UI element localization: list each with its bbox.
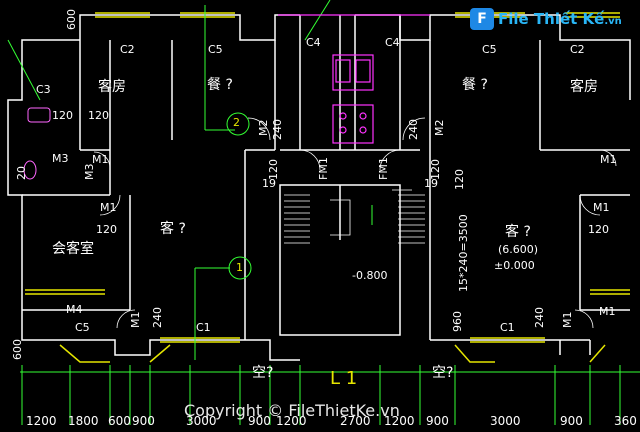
dim-600-top: 600 <box>65 9 78 30</box>
label-c4-left: C4 <box>306 36 321 49</box>
site-logo: F File Thiết Kế.vn <box>470 8 622 30</box>
axis-bubble-1: 1 <box>236 261 243 274</box>
dim-bottom-1: 1200 <box>26 414 57 428</box>
bath-fixtures <box>23 107 51 180</box>
label-c5-right: C5 <box>482 43 497 56</box>
label-fm1-left: FM1 <box>317 157 330 180</box>
label-c1-left: C1 <box>196 321 211 334</box>
dim-bottom-6: 900 <box>248 414 271 428</box>
kitchen-fixtures <box>278 14 430 144</box>
label-c2-left: C2 <box>120 43 135 56</box>
label-m1-c: M1 <box>600 153 617 166</box>
dim-120-c: 120 <box>96 223 117 236</box>
dim-bottom-10: 900 <box>426 414 449 428</box>
dim-bottom-3: 600 <box>108 414 131 428</box>
dim-bottom-2: 1800 <box>68 414 99 428</box>
room-living-right: 客 ? <box>505 224 531 240</box>
label-m1-b: M1 <box>100 201 117 214</box>
dim-240-d: 240 <box>533 307 546 328</box>
stair-treads <box>284 189 425 244</box>
label-m3-b: M3 <box>83 163 96 181</box>
label-m3-a: M3 <box>52 152 69 165</box>
label-m4: M4 <box>66 303 83 316</box>
dim-120-b: 120 <box>88 109 109 122</box>
logo-name: File Thiết Kế <box>498 10 605 28</box>
dim-120-g: 120 <box>453 169 466 190</box>
watermark: Copyright © FileThietKe.vn <box>184 401 400 420</box>
label-c5-bottom: C5 <box>75 321 90 334</box>
label-m1-bottom-right: M1 <box>561 311 574 329</box>
room-guest-left: 客房 <box>98 79 126 95</box>
elevation-stair: -0.800 <box>352 269 388 282</box>
room-guest-right: 客房 <box>570 79 598 95</box>
step-right: 19 <box>424 177 438 190</box>
label-c5-left: C5 <box>208 43 223 56</box>
dim-bottom-11: 3000 <box>490 414 521 428</box>
label-m1-bottom-left: M1 <box>129 311 142 329</box>
dim-240-a: 240 <box>271 119 284 140</box>
stair-dimension: 15*240=3500 <box>457 214 470 292</box>
dim-bottom-13: 360 <box>614 414 637 428</box>
dim-960: 960 <box>451 311 464 332</box>
room-living-left: 客 ? <box>160 221 186 237</box>
label-m2-left: M2 <box>257 119 270 137</box>
dim-bottom-9: 1200 <box>384 414 415 428</box>
logo-tld: .vn <box>604 16 622 27</box>
axis-lines <box>7 0 640 425</box>
windows <box>25 12 630 363</box>
axis-bubble-2: 2 <box>233 116 240 129</box>
dim-bottom-4: 900 <box>132 414 155 428</box>
dim-120-f: 120 <box>429 159 442 180</box>
walls <box>7 14 631 361</box>
label-m1-a: M1 <box>92 153 109 166</box>
room-void-right: 空? <box>432 365 454 381</box>
logo-mark-icon: F <box>470 8 494 30</box>
step-left: 19 <box>262 177 276 190</box>
room-dining-right: 餐 ? <box>462 77 488 93</box>
label-c1-right: C1 <box>500 321 515 334</box>
dim-120-a: 120 <box>52 109 73 122</box>
label-c3: C3 <box>36 83 51 96</box>
label-m1-d: M1 <box>593 201 610 214</box>
door-swings <box>93 117 617 329</box>
label-m2-right: M2 <box>433 119 446 137</box>
room-reception: 会客室 <box>52 241 94 257</box>
dim-bottom-12: 900 <box>560 414 583 428</box>
dim-600-bottom: 600 <box>11 339 24 360</box>
label-fm1-right: FM1 <box>377 157 390 180</box>
dim-20: 20 <box>15 166 28 180</box>
dim-bottom-8: 2700 <box>340 414 371 428</box>
elevation-ground: ±0.000 <box>494 259 535 272</box>
dim-bottom-7: 1200 <box>276 414 307 428</box>
elevation-upper: (6.600) <box>498 243 539 256</box>
label-m1-e: M1 <box>599 305 616 318</box>
dim-240-c: 240 <box>151 307 164 328</box>
dim-120-d: 120 <box>588 223 609 236</box>
label-c2-right: C2 <box>570 43 585 56</box>
room-dining-left: 餐 ? <box>207 77 233 93</box>
room-void-left: 空? <box>252 365 274 381</box>
section-mark-l1: L 1 <box>330 368 358 389</box>
dim-bottom-5: 3000 <box>186 414 217 428</box>
label-c4-right: C4 <box>385 36 400 49</box>
dim-240-b: 240 <box>407 119 420 140</box>
dim-120-e: 120 <box>267 159 280 180</box>
